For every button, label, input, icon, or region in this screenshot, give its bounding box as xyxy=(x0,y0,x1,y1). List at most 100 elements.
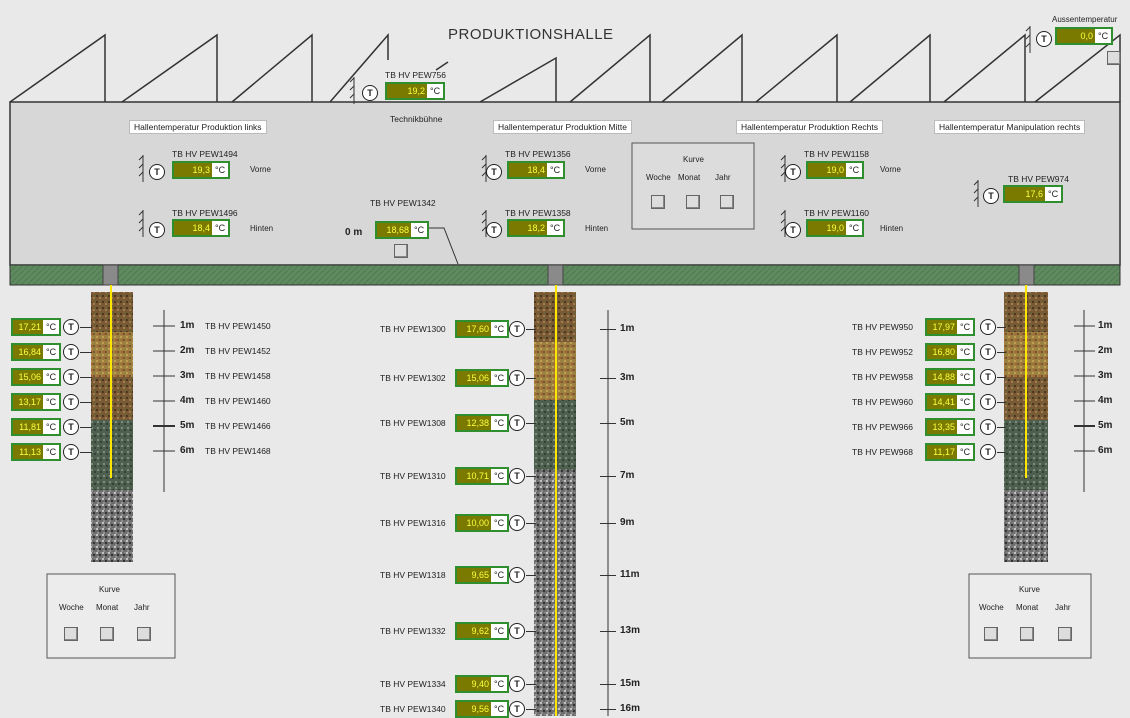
section-manip-label: Hallentemperatur Manipulation rechts xyxy=(934,120,1086,134)
probe-connector xyxy=(997,402,1006,403)
probe-temp-value: 11,17°C xyxy=(925,443,976,461)
probe-connector xyxy=(997,427,1006,428)
probe-connector xyxy=(526,575,536,576)
trend-year-button[interactable] xyxy=(720,195,734,209)
probe-temp-unit: °C xyxy=(491,677,508,691)
thermometer-icon: T xyxy=(509,321,525,337)
probe-temp-number: 9,40 xyxy=(457,677,491,691)
probe-temp-unit: °C xyxy=(491,416,508,430)
depth-tick xyxy=(600,575,616,576)
sensor-id: TB HV PEW1160 xyxy=(804,208,870,218)
trend-chart-button[interactable] xyxy=(394,244,408,258)
position-label: Hinten xyxy=(585,224,609,233)
probe-temp-number: 13,17 xyxy=(13,395,43,409)
trend-month-button[interactable] xyxy=(1020,627,1034,641)
hall-mid-front-value: 18,4°C xyxy=(507,161,566,179)
sensor-id: TB HV PEW960 xyxy=(852,397,913,407)
sensor-id: TB HV PEW966 xyxy=(852,422,913,432)
probe-temp-unit: °C xyxy=(957,445,974,459)
trend-week-button[interactable] xyxy=(64,627,78,641)
thermometer-icon: T xyxy=(486,164,502,180)
thermometer-icon: T xyxy=(980,369,996,385)
probe-temp-value: 17,21°C xyxy=(11,318,62,336)
probe-temp-value: 9,56°C xyxy=(455,700,510,718)
hall-right-back-value: 19,0°C xyxy=(806,219,865,237)
sensor-id: TB HV PEW1300 xyxy=(380,324,446,334)
thermometer-icon: T xyxy=(149,164,165,180)
sensor-id: TB HV PEW1460 xyxy=(205,396,271,406)
position-label: Vorne xyxy=(880,165,901,174)
kurve-year-label: Jahr xyxy=(134,603,150,612)
thermometer-icon: T xyxy=(509,515,525,531)
position-label: Hinten xyxy=(250,224,274,233)
probe-temp-number: 9,56 xyxy=(457,702,491,716)
probe-temp-value: 13,17°C xyxy=(11,393,62,411)
probe-temp-unit: °C xyxy=(491,516,508,530)
probe-connector xyxy=(526,476,536,477)
sensor-id: TB HV PEW1332 xyxy=(380,626,446,636)
probe-temp-number: 15,06 xyxy=(13,370,43,384)
sensor-id: TB HV PEW950 xyxy=(852,322,913,332)
sensor-id: TB HV PEW1342 xyxy=(370,198,436,208)
page-title: PRODUKTIONSHALLE xyxy=(448,26,614,43)
probe-temp-unit: °C xyxy=(491,469,508,483)
trend-chart-button[interactable] xyxy=(1107,51,1121,65)
depth-label: 4m xyxy=(1098,395,1113,406)
kurve-month-label: Monat xyxy=(678,173,701,182)
probe-temp-unit: °C xyxy=(957,420,974,434)
kurve-year-label: Jahr xyxy=(1055,603,1071,612)
probe-connector xyxy=(526,684,536,685)
probe-temp-number: 12,38 xyxy=(457,416,491,430)
thermometer-icon: T xyxy=(509,701,525,717)
sensor-id: TB HV PEW1458 xyxy=(205,371,271,381)
stage-sensor-id: TB HV PEW756 xyxy=(385,70,446,80)
probe-connector xyxy=(997,352,1006,353)
thermometer-icon: T xyxy=(509,623,525,639)
sensor-id: TB HV PEW1356 xyxy=(505,149,571,159)
sensor-id: TB HV PEW1452 xyxy=(205,346,271,356)
probe-connector xyxy=(526,709,536,710)
probe-connector xyxy=(80,352,92,353)
trend-year-button[interactable] xyxy=(1058,627,1072,641)
probe-temp-number: 17,97 xyxy=(927,320,957,334)
probe-temp-value: 12,38°C xyxy=(455,414,510,432)
kurve-month-label: Monat xyxy=(1016,603,1039,612)
probe-connector xyxy=(80,327,92,328)
depth-label: 3m xyxy=(180,370,195,381)
probe-connector xyxy=(526,523,536,524)
depth-tick xyxy=(600,684,616,685)
thermometer-icon: T xyxy=(63,369,79,385)
depth-label: 13m xyxy=(620,625,641,636)
probe-temp-value: 11,13°C xyxy=(11,443,62,461)
depth-tick xyxy=(600,523,616,524)
thermometer-icon: T xyxy=(63,419,79,435)
sensor-id: TB HV PEW1302 xyxy=(380,373,446,383)
position-label: Vorne xyxy=(250,165,271,174)
probe-temp-number: 11,13 xyxy=(13,445,43,459)
probe-temp-value: 15,06°C xyxy=(455,369,510,387)
thermometer-icon: T xyxy=(486,222,502,238)
probe-temp-value: 13,35°C xyxy=(925,418,976,436)
sensor-id: TB HV PEW1450 xyxy=(205,321,271,331)
stage-label: Technikbühne xyxy=(390,114,443,124)
depth-label: 15m xyxy=(620,678,641,689)
probe-connector xyxy=(526,423,536,424)
probe-temp-number: 10,71 xyxy=(457,469,491,483)
thermometer-icon: T xyxy=(785,222,801,238)
probe-temp-value: 9,62°C xyxy=(455,622,510,640)
probe-temp-number: 16,84 xyxy=(13,345,43,359)
trend-week-button[interactable] xyxy=(651,195,665,209)
depth-tick xyxy=(600,423,616,424)
stage-temp-value: 19,2°C xyxy=(385,82,446,100)
depth-label: 7m xyxy=(620,470,635,481)
thermometer-icon: T xyxy=(980,444,996,460)
trend-year-button[interactable] xyxy=(137,627,151,641)
thermometer-icon: T xyxy=(785,164,801,180)
hall-left-front-value: 19,3°C xyxy=(172,161,231,179)
depth-label: 5m xyxy=(180,420,195,431)
probe-temp-unit: °C xyxy=(43,320,60,334)
trend-month-button[interactable] xyxy=(686,195,700,209)
trend-week-button[interactable] xyxy=(984,627,998,641)
probe-temp-number: 11,17 xyxy=(927,445,957,459)
trend-month-button[interactable] xyxy=(100,627,114,641)
